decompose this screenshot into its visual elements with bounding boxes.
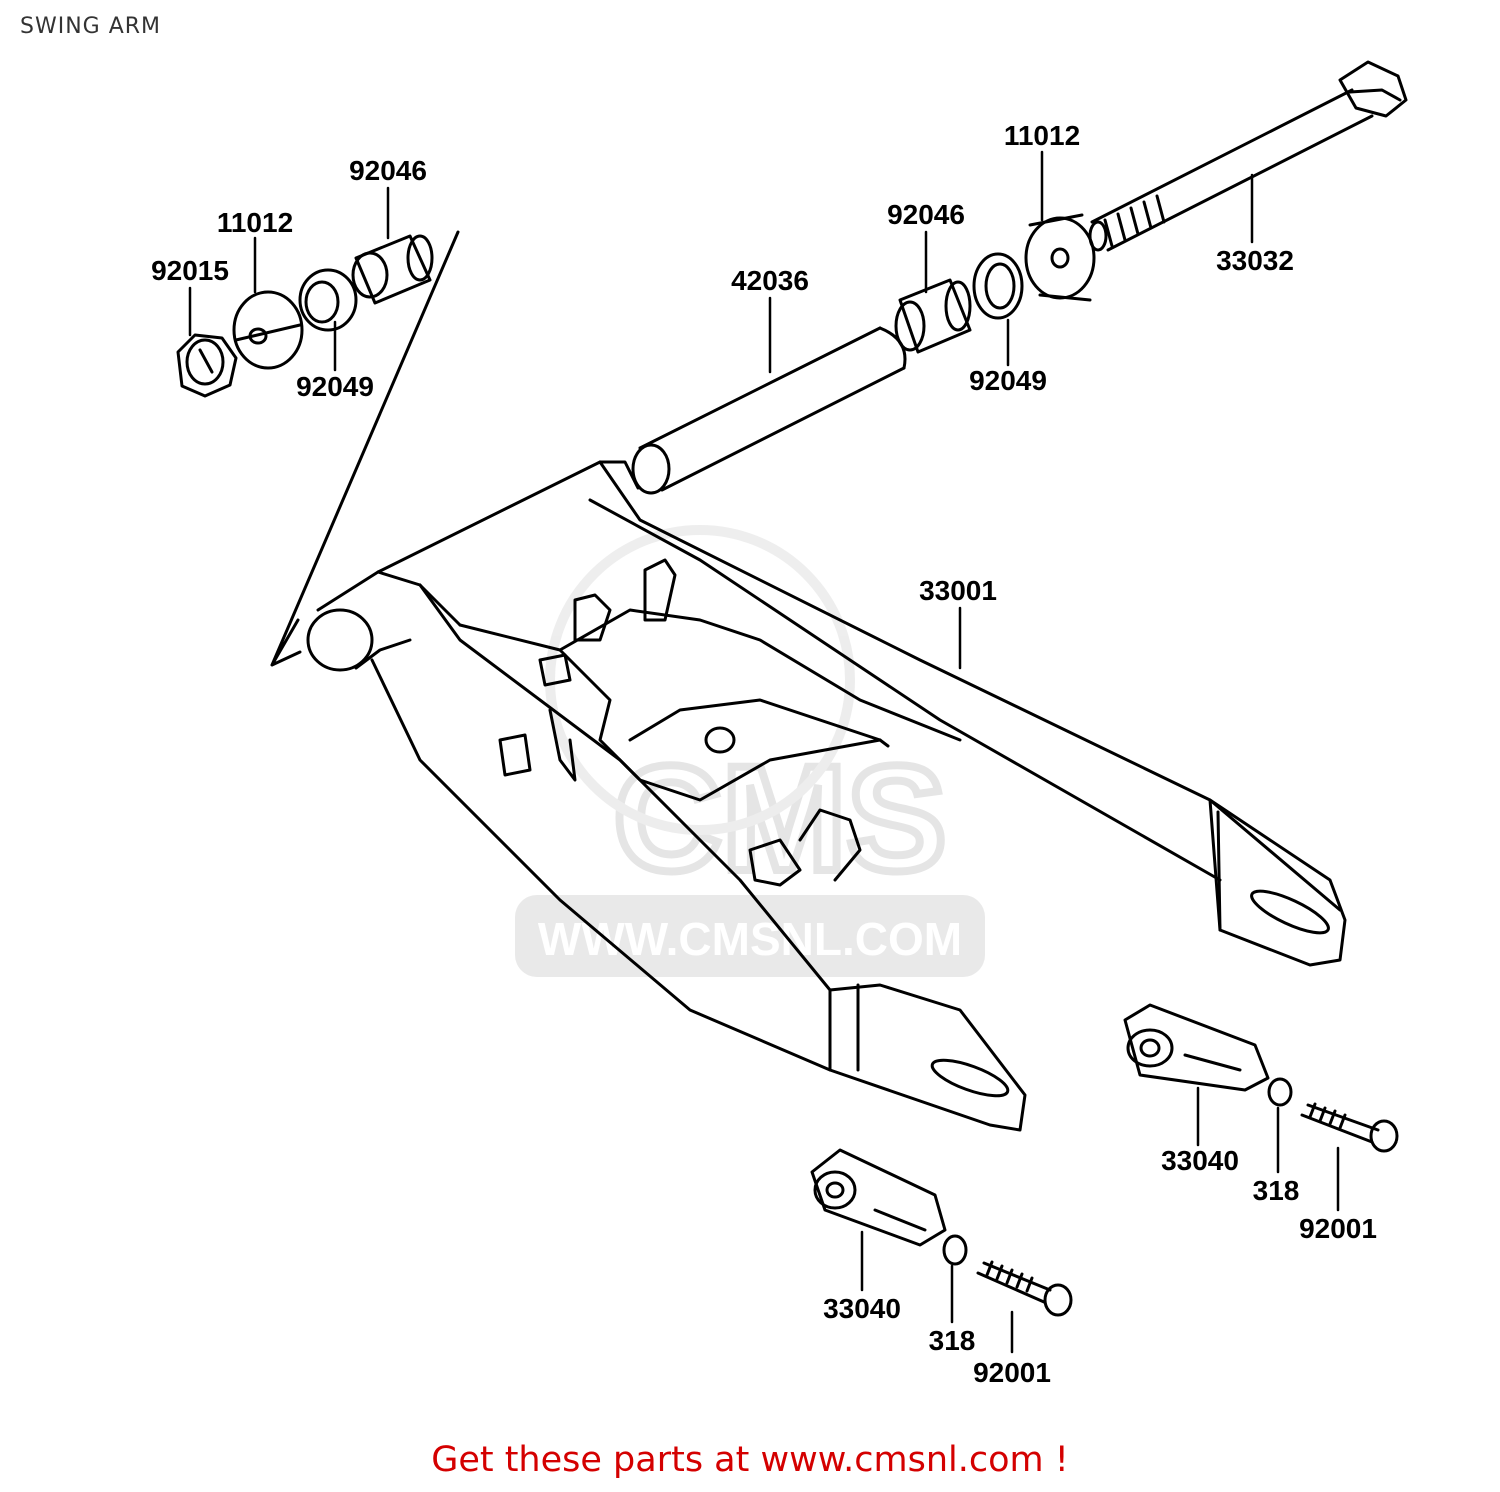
bolt-92001-right — [1300, 1102, 1399, 1153]
bearing-92046-left — [351, 234, 434, 305]
label-318-left: 318 — [929, 1325, 976, 1356]
label-92049-left: 92049 — [296, 371, 374, 402]
chain-adjuster-33040-right — [1123, 1003, 1270, 1092]
bolt-92001-left — [976, 1260, 1073, 1317]
label-33040-left: 33040 — [823, 1293, 901, 1324]
nut-318-right — [1267, 1077, 1293, 1107]
group-pointer-lines — [270, 230, 460, 667]
collar-11012-left — [232, 290, 304, 370]
leader-lines — [188, 150, 1340, 1354]
pivot-bolt-33032 — [1088, 60, 1408, 252]
part-labels: 92046 11012 92015 92049 42036 92046 9204… — [151, 120, 1377, 1388]
label-11012-left: 11012 — [217, 207, 293, 238]
label-92001-left: 92001 — [973, 1357, 1051, 1388]
swing-arm-33001 — [306, 460, 1347, 1132]
footer-link[interactable]: Get these parts at www.cmsnl.com ! — [431, 1440, 1069, 1480]
page-title: SWING ARM — [20, 14, 162, 39]
label-92001-right: 92001 — [1299, 1213, 1377, 1244]
label-11012-right: 11012 — [1004, 120, 1080, 151]
nut-92015 — [176, 333, 238, 398]
watermark-emblem — [545, 525, 855, 835]
label-42036: 42036 — [731, 265, 809, 296]
bearing-92046-right — [894, 278, 972, 354]
seal-92049-left — [298, 268, 358, 332]
nut-318-left — [942, 1234, 968, 1266]
label-92046-left: 92046 — [349, 155, 427, 186]
label-33032: 33032 — [1216, 245, 1294, 276]
label-92046-right: 92046 — [887, 199, 965, 230]
watermark-badge — [515, 895, 985, 977]
label-92049-right: 92049 — [969, 365, 1047, 396]
collar-11012-right — [1024, 213, 1096, 302]
watermark-url: WWW.CMSNL.COM — [538, 913, 962, 965]
label-33001: 33001 — [919, 575, 997, 606]
label-33040-right: 33040 — [1161, 1145, 1239, 1176]
watermark: WWW.CMSNL.COM CMS — [515, 525, 985, 977]
chain-adjuster-33040-left — [810, 1148, 947, 1247]
seal-92049-right — [972, 252, 1024, 320]
label-92015: 92015 — [151, 255, 229, 286]
label-318-right: 318 — [1253, 1175, 1300, 1206]
